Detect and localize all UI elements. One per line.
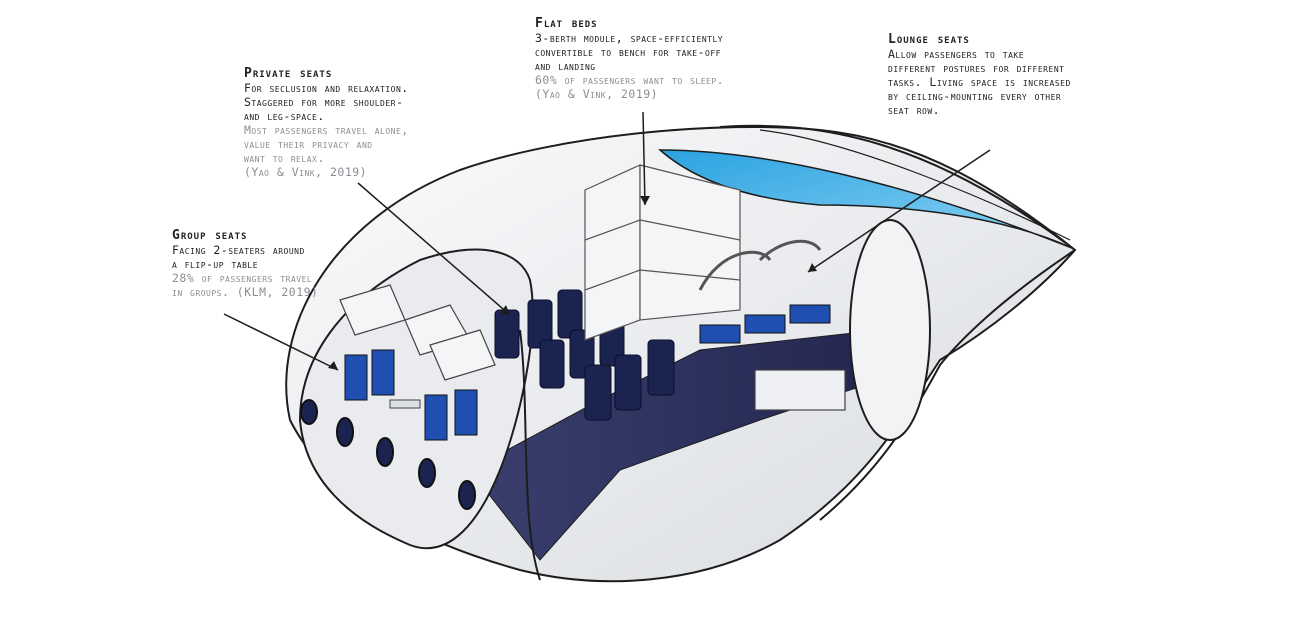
rear-bulkhead bbox=[849, 219, 931, 441]
annotation-title: Private seats bbox=[244, 66, 333, 81]
annotation-subline: want to relax. bbox=[244, 151, 325, 165]
annotation-flat-beds: Flat beds 3-berth module, space-efficien… bbox=[535, 16, 724, 101]
annotation-lounge-seats: Lounge seats Allow passengers to take di… bbox=[888, 32, 1071, 117]
annotation-subline: in groups. (KLM, 2019) bbox=[172, 285, 319, 299]
annotation-line: seat row. bbox=[888, 103, 941, 117]
annotation-line: Allow passengers to take bbox=[888, 47, 1025, 61]
annotation-subline: Most passengers travel alone, bbox=[244, 123, 409, 137]
annotation-title: Flat beds bbox=[535, 16, 598, 31]
annotation-line: For seclusion and relaxation. bbox=[244, 81, 409, 95]
annotation-title: Lounge seats bbox=[888, 32, 970, 47]
annotation-private-seats: Private seats For seclusion and relaxati… bbox=[244, 66, 409, 179]
leader-lines bbox=[223, 111, 991, 371]
annotation-line: 3-berth module, space-efficiently bbox=[535, 31, 724, 45]
annotation-line: Facing 2-seaters around bbox=[172, 243, 305, 257]
annotation-line: convertible to bench for take-off bbox=[535, 45, 721, 59]
annotation-line: and landing bbox=[535, 59, 596, 73]
annotation-title: Group seats bbox=[172, 228, 248, 243]
annotation-subline: (Yao & Vink, 2019) bbox=[244, 165, 368, 179]
windows bbox=[300, 399, 476, 510]
ceiling-glass bbox=[658, 149, 1073, 249]
annotation-line: by ceiling-mounting every other bbox=[888, 89, 1062, 103]
annotation-line: Staggered for more shoulder- bbox=[244, 95, 404, 109]
annotation-line: and leg-space. bbox=[244, 109, 325, 123]
flat-bed-module bbox=[584, 164, 741, 341]
arrow-heads bbox=[328, 196, 817, 370]
lounge-seats bbox=[698, 239, 846, 411]
annotation-group-seats: Group seats Facing 2-seaters around a fl… bbox=[172, 228, 318, 299]
annotation-subline: 28% of passengers travel bbox=[172, 271, 313, 285]
group-seats bbox=[339, 284, 496, 441]
private-seats bbox=[494, 289, 675, 421]
annotation-line: tasks. Living space is increased bbox=[888, 75, 1071, 89]
annotation-line: different postures for different bbox=[888, 61, 1065, 75]
annotation-line: a flip-up table bbox=[172, 257, 259, 271]
annotation-subline: (Yao & Vink, 2019) bbox=[535, 87, 659, 101]
annotation-subline: 60% of passengers want to sleep. bbox=[535, 73, 725, 87]
annotation-subline: value their privacy and bbox=[244, 137, 373, 151]
